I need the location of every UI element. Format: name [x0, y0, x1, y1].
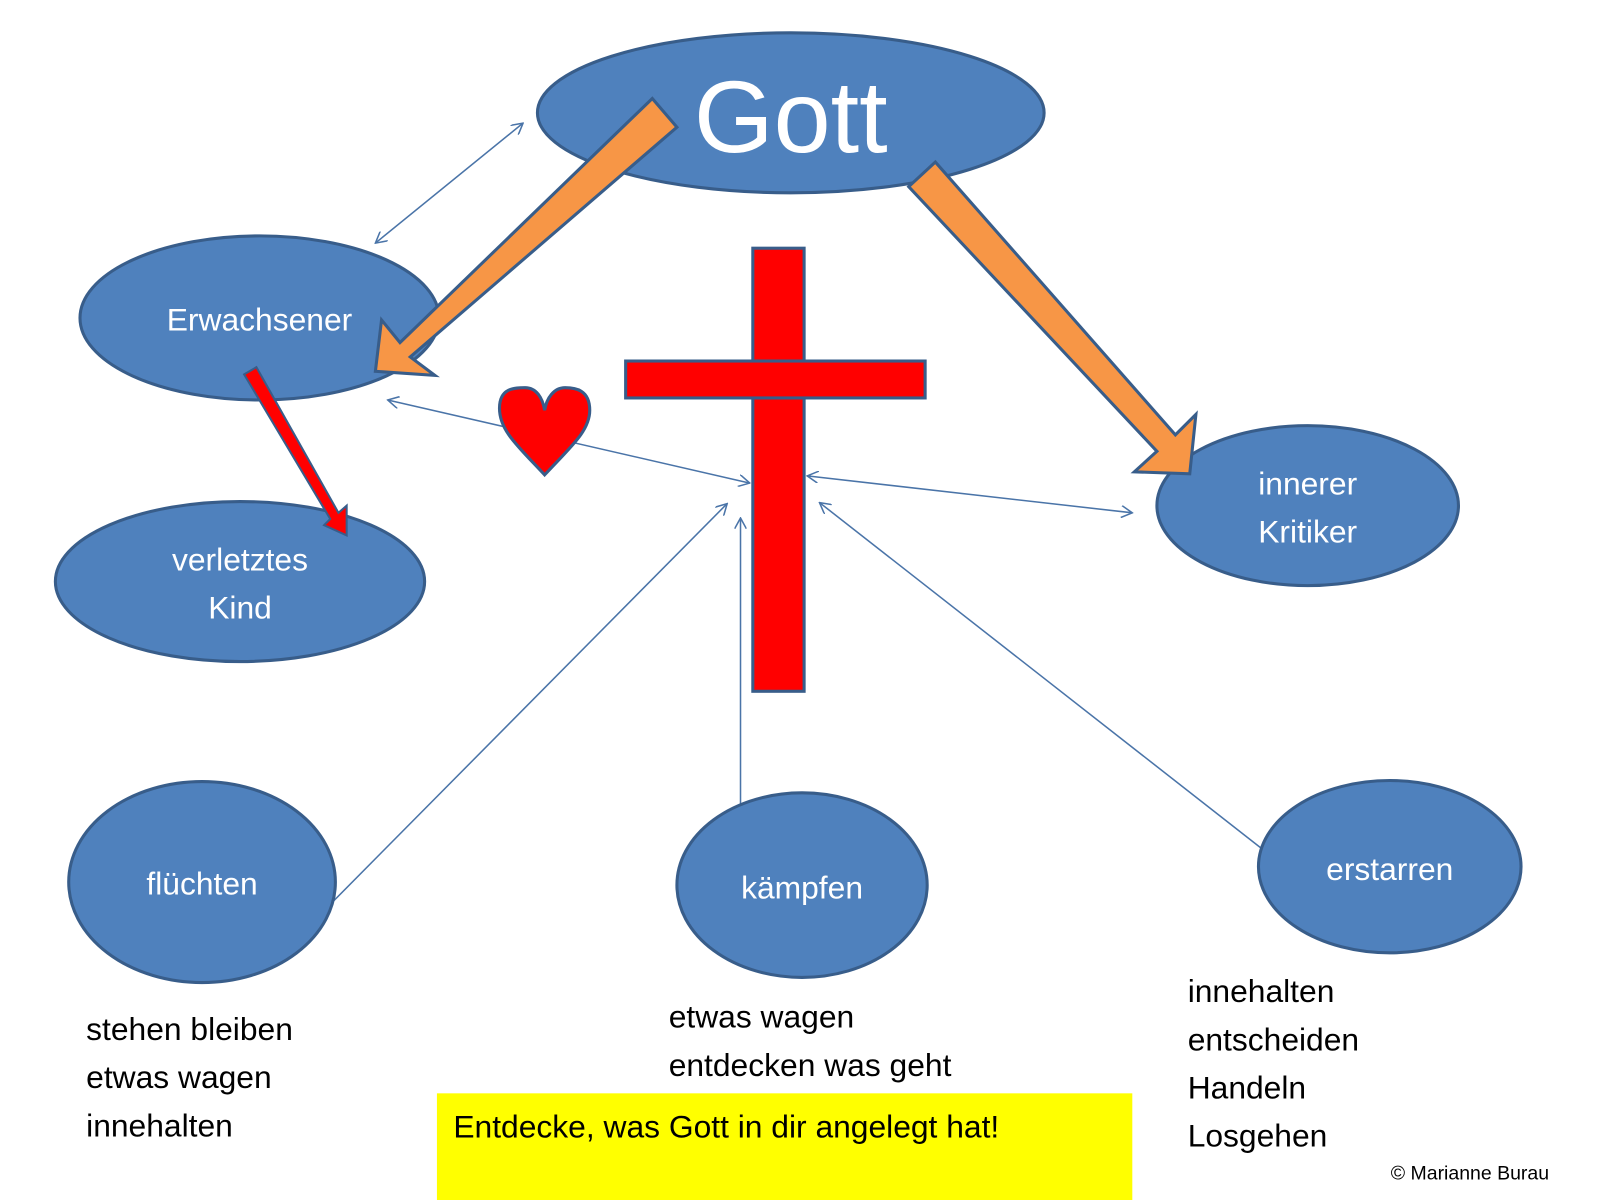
list-erstarren-item: Losgehen: [1188, 1118, 1328, 1154]
list-fluechten-item: innehalten: [86, 1107, 233, 1143]
arrow-gott-to-erwachsener: [373, 96, 680, 378]
connector-erstarren-cross: [819, 503, 1334, 906]
list-fluechten-item: stehen bleiben: [86, 1011, 293, 1047]
heart-icon: [497, 386, 592, 478]
list-fluechten-item: etwas wagen: [86, 1059, 272, 1095]
node-erstarren: [1256, 778, 1523, 955]
arrow-erwachsener-to-kind: [242, 365, 348, 537]
node-kaempfen: [675, 791, 929, 979]
banner-text: Entdecke, was Gott in dir angelegt hat!: [453, 1108, 999, 1144]
connector-gott-erwachsener: [375, 123, 523, 243]
arrow-gott-to-kritiker: [906, 159, 1198, 476]
cross-icon: [624, 246, 927, 693]
label-kritiker-2: Kritiker: [1258, 514, 1357, 550]
label-gott: Gott: [694, 59, 888, 174]
list-kaempfen-item: etwas wagen: [669, 999, 855, 1035]
list-erstarren-item: entscheiden: [1188, 1021, 1359, 1057]
label-fluechten: flüchten: [146, 865, 257, 901]
label-kaempfen: kämpfen: [741, 869, 863, 905]
list-erstarren-item: Handeln: [1188, 1069, 1306, 1105]
connector-cross-kritiker: [807, 476, 1132, 513]
label-erwachsener: Erwachsener: [167, 301, 353, 337]
list-erstarren-item: innehalten: [1188, 973, 1335, 1009]
label-erstarren: erstarren: [1326, 851, 1453, 887]
node-innerer-kritiker: [1155, 424, 1460, 588]
banner-box: [436, 1093, 1133, 1200]
node-fluechten: [67, 780, 337, 985]
node-verletztes-kind: [53, 499, 427, 664]
label-kritiker-1: innerer: [1258, 465, 1357, 501]
label-kind-2: Kind: [208, 589, 272, 625]
connector-fluechten-cross: [298, 504, 727, 936]
list-kaempfen-item: entdecken was geht: [669, 1047, 952, 1083]
node-gott: [535, 31, 1046, 195]
label-kind-1: verletztes: [172, 541, 308, 577]
copyright: © Marianne Burau: [1391, 1162, 1549, 1184]
